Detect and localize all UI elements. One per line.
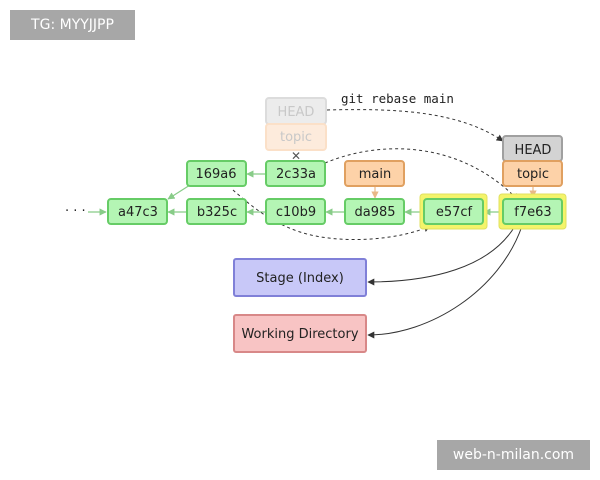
commit-da985: da985: [344, 198, 405, 225]
old-head-ref: HEAD: [265, 97, 327, 125]
rebase-arrow-2c33a-f7e63: [324, 148, 519, 201]
arrow-to-working-directory: [367, 225, 523, 339]
detached-x-icon: ✕: [291, 149, 301, 163]
rebase-arrow-169a6-e57cf: [232, 189, 431, 241]
old-topic-ref: topic: [265, 123, 327, 151]
working-directory-label: Working Directory: [241, 327, 358, 342]
command-text: git rebase main: [341, 91, 454, 106]
overlay-tag: TG: MYYJJPP: [10, 10, 135, 40]
arrow-to-stage: [367, 225, 516, 286]
commit-f7e63-label: f7e63: [514, 205, 551, 220]
stage-index-box: Stage (Index): [233, 258, 367, 297]
branch-main: main: [344, 160, 405, 187]
head-label: HEAD: [515, 143, 552, 158]
history-ellipsis: · · ·: [65, 204, 86, 219]
branch-topic-label: topic: [517, 167, 549, 182]
working-directory-box: Working Directory: [233, 314, 367, 353]
old-topic-label: topic: [280, 130, 312, 145]
commit-169a6: 169a6: [186, 160, 247, 187]
branch-topic: topic: [502, 160, 563, 187]
commit-a47c3-label: a47c3: [118, 205, 158, 220]
old-head-label: HEAD: [278, 105, 315, 120]
watermark: web-n-milan.com: [437, 440, 590, 470]
stage-index-label: Stage (Index): [256, 271, 344, 286]
edge-169a6-a47c3: [167, 184, 191, 200]
commit-da985-label: da985: [354, 205, 395, 220]
commit-169a6-label: 169a6: [195, 167, 236, 182]
commit-f7e63: f7e63: [498, 193, 567, 230]
commit-b325c-label: b325c: [197, 205, 237, 220]
commit-c10b9: c10b9: [265, 198, 326, 225]
branch-main-label: main: [359, 167, 391, 182]
commit-a47c3: a47c3: [107, 198, 168, 225]
commit-b325c: b325c: [186, 198, 247, 225]
commit-2c33a-label: 2c33a: [276, 167, 316, 182]
rebase-arrow-head: [326, 109, 504, 142]
commit-e57cf-label: e57cf: [436, 205, 473, 220]
commit-e57cf: e57cf: [419, 193, 488, 230]
commit-c10b9-label: c10b9: [276, 205, 316, 220]
commit-2c33a: 2c33a: [265, 160, 326, 187]
head-ref: HEAD: [502, 135, 563, 162]
